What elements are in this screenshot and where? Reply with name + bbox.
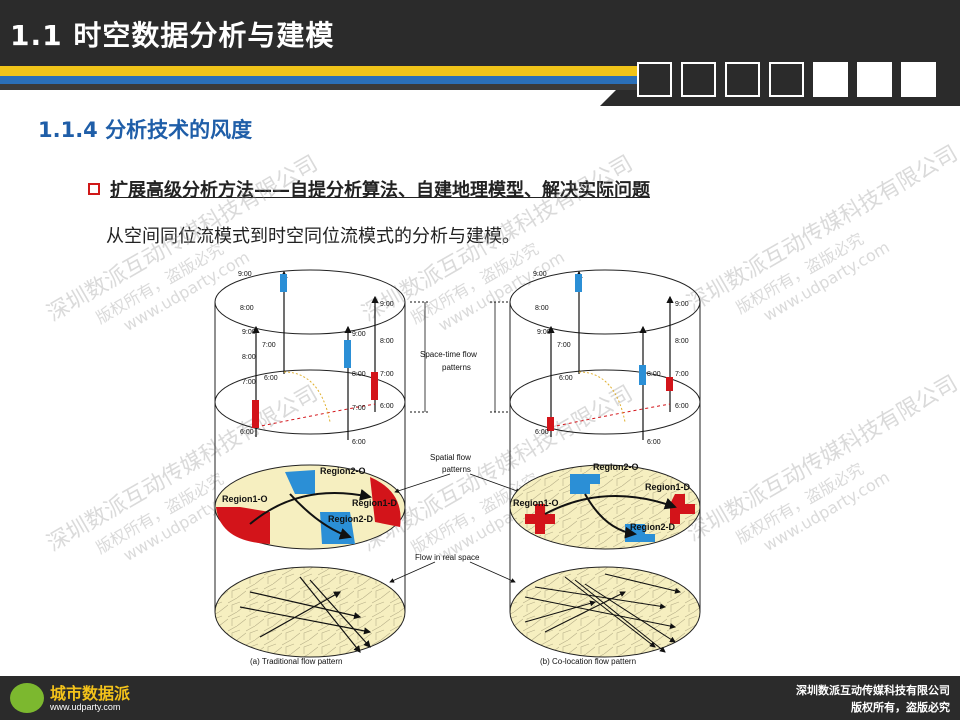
region-label: Region2-D: [630, 522, 676, 532]
time-label: 7:00: [557, 342, 571, 349]
caption-traditional: (a) Traditional flow pattern: [250, 657, 343, 666]
progress-square: [813, 62, 848, 97]
time-label: 6:00: [352, 439, 366, 446]
time-label: 7:00: [262, 342, 276, 349]
region-label: Region1-D: [352, 498, 398, 508]
caption-colocation: (b) Co-location flow pattern: [540, 657, 636, 666]
time-label: 7:00: [380, 371, 394, 378]
footer-bar: [0, 676, 960, 720]
time-bar-red: [371, 372, 378, 400]
label-real-space: Flow in real space: [415, 553, 480, 562]
header-stripe-yellow: [0, 66, 640, 76]
time-label: 6:00: [559, 375, 573, 382]
progress-square: [725, 62, 760, 97]
time-label: 7:00: [242, 379, 256, 386]
logo-name: 城市数据派: [50, 684, 131, 703]
label-spacetime: Space-time flow: [420, 350, 477, 359]
time-label: 9:00: [242, 329, 256, 336]
cylinder-colocation: 9:00 8:00 9:00 7:00 6:00 6:00 8:00 6:00 …: [509, 269, 701, 666]
logo-url: www.udparty.com: [50, 702, 121, 712]
cylinder-traditional: 9:00 8:00 9:00 8:00 7:00 6:00 7:00 6:00 …: [214, 269, 406, 666]
time-label: 8:00: [380, 338, 394, 345]
body-text: 从空间同位流模式到时空同位流模式的分析与建模。: [106, 226, 520, 247]
time-label: 6:00: [535, 429, 549, 436]
footer-copyright: 深圳数派互动传媒科技有限公司 版权所有，盗版必究: [796, 682, 950, 716]
progress-square: [901, 62, 936, 97]
figure-middle-labels: Space-time flow patterns Spatial flow pa…: [389, 301, 521, 583]
time-label: 6:00: [647, 439, 661, 446]
region-label: Region2-D: [328, 514, 374, 524]
time-label: 9:00: [537, 329, 551, 336]
time-label: 9:00: [675, 301, 689, 308]
bullet-text: 扩展高级分析方法——自提分析算法、自建地理模型、解决实际问题: [110, 180, 650, 201]
label-spatial: patterns: [442, 465, 471, 474]
header-stripe-gray: [0, 84, 640, 90]
section-subtitle: 1.1.4 分析技术的风度: [38, 118, 253, 142]
time-label: 9:00: [238, 271, 252, 278]
time-label: 7:00: [675, 371, 689, 378]
time-label: 8:00: [352, 371, 366, 378]
region-label: Region1-D: [645, 482, 691, 492]
time-label: 9:00: [352, 331, 366, 338]
time-bar-blue: [280, 274, 287, 292]
time-label: 9:00: [380, 301, 394, 308]
region-label: Region1-O: [513, 498, 559, 508]
region-label: Region2-O: [320, 466, 366, 476]
time-label: 7:00: [352, 405, 366, 412]
progress-squares: [637, 62, 936, 100]
time-label: 6:00: [264, 375, 278, 382]
slide-title: 1.1 时空数据分析与建模: [10, 19, 335, 52]
watermark: 深圳数派互动传媒科技有限公司 版权所有，盗版必究 www.udparty.com: [680, 136, 960, 355]
time-label: 8:00: [242, 354, 256, 361]
logo-icon: [10, 683, 44, 713]
progress-square: [637, 62, 672, 97]
time-label: 8:00: [647, 371, 661, 378]
flow-pattern-figure: 9:00 8:00 9:00 8:00 7:00 6:00 7:00 6:00 …: [214, 269, 701, 666]
time-bar-red: [252, 400, 259, 428]
watermark-url: www.udparty.com: [759, 467, 893, 555]
time-bar-blue: [344, 340, 351, 368]
time-label: 8:00: [675, 338, 689, 345]
title-bar: [0, 0, 960, 66]
time-label: 8:00: [240, 305, 254, 312]
label-spacetime: patterns: [442, 363, 471, 372]
watermark-company: 深圳数派互动传媒科技有限公司: [683, 371, 960, 547]
label-spatial: Spatial flow: [430, 453, 471, 462]
watermark-url: www.udparty.com: [759, 237, 893, 325]
progress-square: [681, 62, 716, 97]
watermark-rights: 版权所有，盗版必究: [732, 229, 867, 318]
region-label: Region2-O: [593, 462, 639, 472]
progress-square: [769, 62, 804, 97]
footer-rights: 版权所有，盗版必究: [851, 701, 950, 714]
footer-company: 深圳数派互动传媒科技有限公司: [796, 684, 950, 697]
checkbox-bullet-icon: [88, 183, 100, 195]
progress-square: [857, 62, 892, 97]
header-stripe-blue: [0, 76, 650, 84]
time-label: 8:00: [535, 305, 549, 312]
watermark: 深圳数派互动传媒科技有限公司 版权所有，盗版必究 www.udparty.com: [680, 366, 960, 585]
time-label: 6:00: [675, 403, 689, 410]
time-label: 6:00: [240, 429, 254, 436]
watermark-rights: 版权所有，盗版必究: [732, 459, 867, 548]
bullet-item: 扩展高级分析方法——自提分析算法、自建地理模型、解决实际问题: [88, 176, 650, 202]
region-label: Region1-O: [222, 494, 268, 504]
watermark-company: 深圳数派互动传媒科技有限公司: [683, 141, 960, 317]
time-label: 6:00: [380, 403, 394, 410]
time-label: 9:00: [533, 271, 547, 278]
